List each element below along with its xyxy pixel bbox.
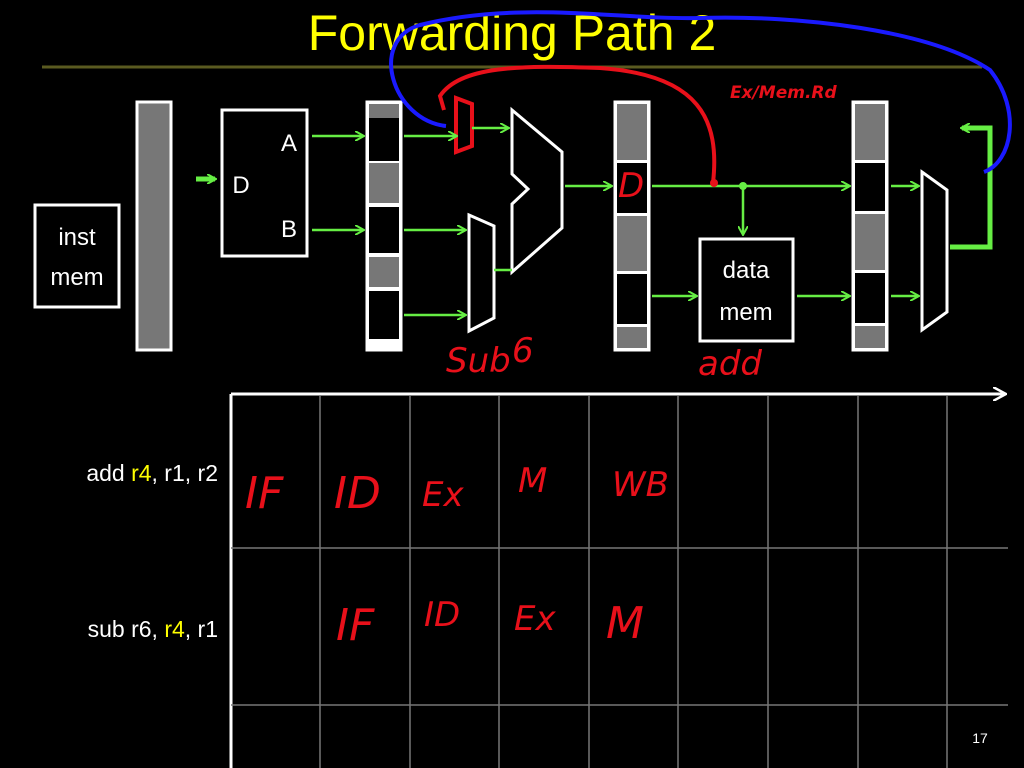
annotation-add-stage: add [698,344,762,384]
add-stage-if: IF [245,468,284,519]
port-a-label: A [281,130,297,157]
data-mem-label-1: data [723,257,770,284]
inst-mem-block: inst mem [33,203,121,309]
add-stage-ex: Ex [422,475,464,515]
annotation-sub-stage-number: 6 [512,331,534,371]
inst-mem-label-2: mem [50,264,103,291]
annotation-sub-stage: Sub [446,341,511,381]
sub-stage-ex: Ex [514,599,556,639]
ex-mem-pipeline-register [613,100,651,352]
id-ex-pipeline-register [365,100,403,352]
b-input-mux [467,212,496,334]
add-stage-id: ID [334,468,381,519]
port-d-label: D [232,172,249,199]
data-mem-block: data mem [698,237,795,343]
register-file-block: A D B [220,108,309,258]
port-b-label: B [281,216,297,243]
inst-mem-label-1: inst [58,224,96,251]
add-stage-m: M [518,461,547,501]
blue-forwarding-path [389,10,1012,174]
red-forwarding-path [437,64,717,184]
red-forwarding-tap-dot [710,179,718,187]
pipeline-timeline-grid [229,394,1008,768]
data-mem-label-2: mem [719,299,772,326]
instruction-add: add r4, r1, r2 [86,460,218,486]
writeback-mux [920,169,949,333]
forwarding-mux-red [454,95,474,155]
annotation-d-exmem: D [618,166,644,206]
alu [510,106,564,276]
sub-stage-if: IF [336,600,375,651]
sub-stage-m: M [606,598,644,649]
if-id-pipeline-register [135,100,173,352]
datapath-wires [196,128,993,315]
mem-wb-pipeline-register [851,100,889,352]
sub-stage-id: ID [424,595,460,635]
annotation-exmem-rd: Ex/Mem.Rd [730,83,837,103]
page-number: 17 [972,730,988,746]
instruction-sub: sub r6, r4, r1 [88,616,218,642]
add-stage-wb: WB [612,465,669,505]
wire-junction-dot [739,182,747,190]
